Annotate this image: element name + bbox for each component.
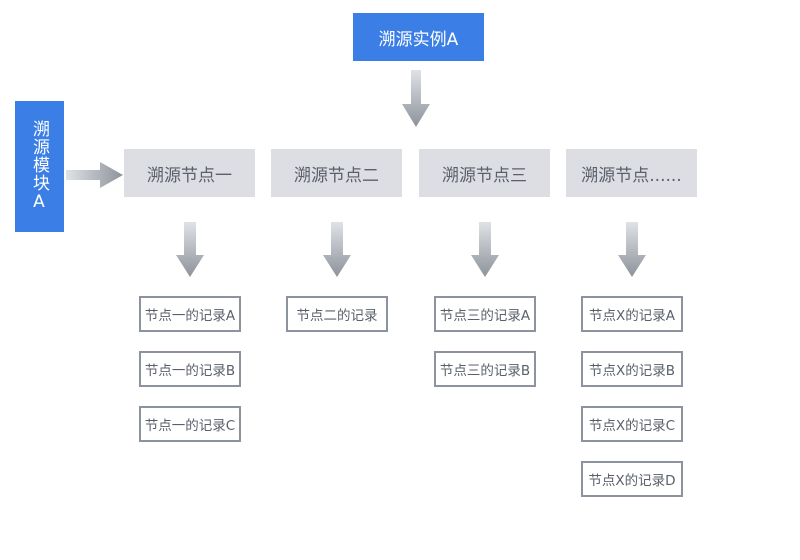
record-box[interactable]: 节点X的记录B <box>581 351 683 387</box>
record-box[interactable]: 节点一的记录C <box>139 406 241 442</box>
trace-instance-label: 溯源实例A <box>378 29 459 50</box>
record-box[interactable]: 节点X的记录C <box>581 406 683 442</box>
arrow-down-icon <box>470 222 499 277</box>
record-label: 节点X的记录D <box>588 473 676 489</box>
record-label: 节点一的记录B <box>144 363 236 379</box>
record-label: 节点三的记录B <box>439 363 531 379</box>
record-box[interactable]: 节点一的记录B <box>139 351 241 387</box>
record-label: 节点X的记录B <box>588 363 675 379</box>
trace-node-label: 溯源节点...... <box>581 165 682 186</box>
record-box[interactable]: 节点二的记录 <box>286 296 388 332</box>
record-box[interactable]: 节点X的记录D <box>581 461 683 497</box>
record-label: 节点一的记录C <box>144 418 236 434</box>
record-label: 节点二的记录 <box>296 308 378 324</box>
trace-node-label: 溯源节点三 <box>442 165 527 186</box>
record-box[interactable]: 节点一的记录A <box>139 296 241 332</box>
arrow-down-icon <box>175 222 204 277</box>
arrow-down-icon <box>322 222 351 277</box>
record-box[interactable]: 节点三的记录B <box>434 351 536 387</box>
trace-module-label: 溯源模块A <box>29 120 49 213</box>
record-box[interactable]: 节点X的记录A <box>581 296 683 332</box>
trace-node-x[interactable]: 溯源节点...... <box>566 149 697 197</box>
arrow-right-icon <box>66 162 123 188</box>
arrow-down-icon <box>617 222 646 277</box>
record-label: 节点三的记录A <box>439 308 531 324</box>
record-label: 节点X的记录C <box>588 418 676 434</box>
trace-module-box[interactable]: 溯源模块A <box>15 101 64 232</box>
record-label: 节点一的记录A <box>144 308 236 324</box>
trace-instance-box[interactable]: 溯源实例A <box>353 13 484 61</box>
record-box[interactable]: 节点三的记录A <box>434 296 536 332</box>
trace-node-one[interactable]: 溯源节点一 <box>124 149 255 197</box>
trace-node-label: 溯源节点二 <box>294 165 379 186</box>
trace-node-label: 溯源节点一 <box>147 165 232 186</box>
arrow-down-icon <box>402 70 430 127</box>
trace-node-three[interactable]: 溯源节点三 <box>419 149 550 197</box>
trace-node-two[interactable]: 溯源节点二 <box>271 149 402 197</box>
record-label: 节点X的记录A <box>589 308 675 324</box>
